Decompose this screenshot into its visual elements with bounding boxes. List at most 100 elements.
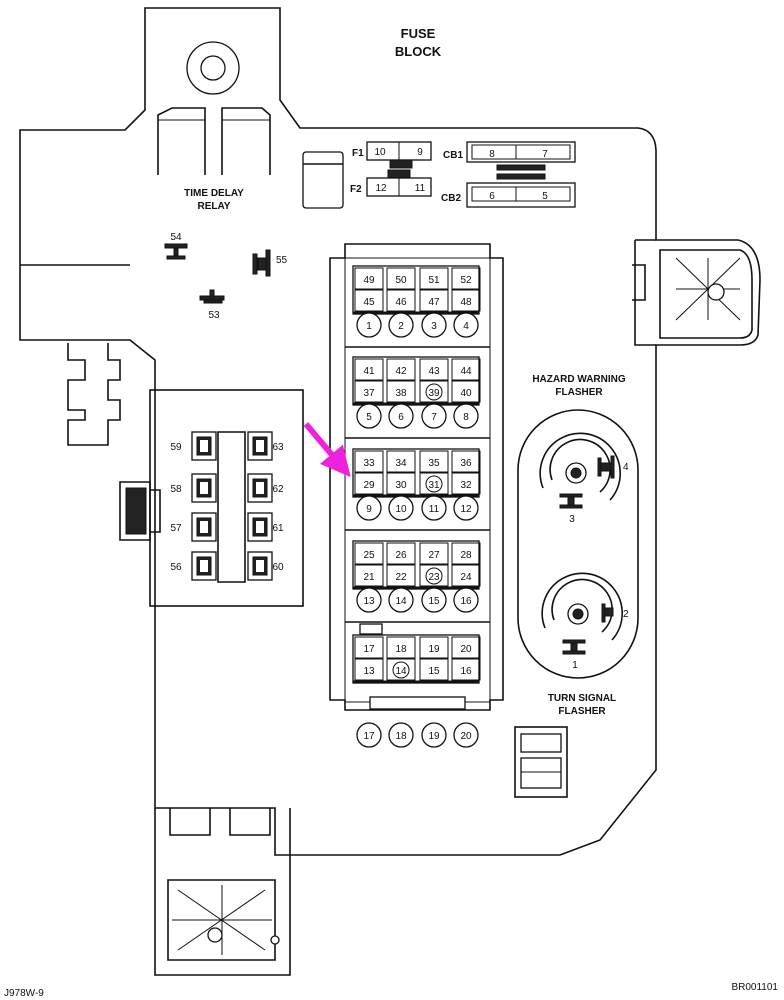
fuse-cell-bottom: 24	[460, 572, 472, 583]
pointer-arrow	[303, 422, 351, 478]
fuse-cell-bottom: 47	[428, 297, 440, 308]
relay-slot-label: 62	[272, 484, 284, 495]
fuse-cell-top: 42	[395, 366, 407, 377]
fuse-cell-top: 51	[428, 275, 440, 286]
fuse-cell-top: 25	[363, 550, 375, 561]
relay-slot-label: 59	[170, 442, 182, 453]
main-fuse-panel: 4945150462514735248441375423864339744408…	[329, 243, 504, 748]
f1-cell-b: 9	[417, 147, 423, 158]
fuse-cell-bottom: 23	[428, 572, 440, 583]
fuse-circle-label: 20	[460, 731, 472, 742]
title-line-1: FUSE	[401, 26, 436, 41]
relay-slot: 59	[170, 431, 217, 461]
relay-slot: 63	[247, 431, 284, 461]
fuse-cell-bottom: 39	[428, 388, 440, 399]
fuse-circle-label: 5	[366, 412, 372, 423]
hazard-label-1: HAZARD WARNING	[532, 374, 626, 385]
relay-slot-label: 60	[272, 562, 284, 573]
relay-slot-label: 57	[170, 523, 182, 534]
fuse-circle-label: 19	[428, 731, 440, 742]
relay-slot: 62	[247, 473, 284, 503]
fuse-circle-label: 13	[363, 596, 375, 607]
component-53-label: 53	[208, 310, 220, 321]
f2-cell-b: 11	[415, 183, 426, 194]
fuse-cell-bottom: 31	[428, 480, 440, 491]
fuse-circle-label: 1	[366, 321, 372, 332]
hazard-label-2: FLASHER	[555, 387, 603, 398]
fuse-circle-label: 12	[460, 504, 472, 515]
fuse-circle-label: 9	[366, 504, 372, 515]
fuse-circle-label: 18	[395, 731, 407, 742]
fuse-circle-label: 2	[398, 321, 404, 332]
housing-outline	[19, 7, 761, 856]
relay-slot: 61	[247, 512, 284, 542]
fuse-circle-label: 6	[398, 412, 404, 423]
diagnostic-connector	[514, 726, 568, 798]
relay-slot-label: 58	[170, 484, 182, 495]
footer-right: BR001101	[731, 982, 778, 993]
component-55: 55	[252, 249, 288, 277]
fuse-cell-bottom: 38	[395, 388, 407, 399]
time-delay-label-1: TIME DELAY	[184, 188, 244, 199]
fuse-cell-top: 44	[460, 366, 472, 377]
turn-terminal-1: 1	[572, 660, 578, 671]
fuse-cell-bottom: 48	[460, 297, 472, 308]
fuse-cell-bottom: 45	[363, 297, 375, 308]
fuse-cell-top: 17	[363, 644, 375, 655]
footer-left: J978W-9	[4, 988, 44, 999]
component-53: 53	[199, 289, 225, 321]
cb2-label: CB2	[441, 193, 461, 204]
f1-label: F1	[352, 148, 364, 159]
cb2-cell-a: 6	[489, 191, 495, 202]
fuse-circle-label: 17	[363, 731, 375, 742]
fuse-circle-label: 16	[460, 596, 472, 607]
component-55-label: 55	[276, 255, 288, 266]
relay-slot-label: 56	[170, 562, 182, 573]
fuse-cell-top: 41	[363, 366, 375, 377]
cb1-label: CB1	[443, 150, 463, 161]
f2-label: F2	[350, 184, 362, 195]
fuse-cell-bottom: 29	[363, 480, 375, 491]
fuse-cell-top: 26	[395, 550, 407, 561]
fuse-cell-bottom: 15	[428, 666, 440, 677]
mounting-post	[157, 41, 271, 175]
fuse-cell-top: 18	[395, 644, 407, 655]
component-54: 54	[164, 232, 188, 260]
fuse-circle-label: 10	[395, 504, 407, 515]
left-cross-connector	[67, 343, 121, 446]
turn-terminal-2: 2	[623, 609, 629, 620]
component-54-label: 54	[170, 232, 182, 243]
fuse-cell-top: 43	[428, 366, 440, 377]
time-delay-label-2: RELAY	[198, 201, 231, 212]
breaker-cb1	[466, 141, 576, 163]
fuse-circle-label: 8	[463, 412, 469, 423]
fuse-cell-top: 35	[428, 458, 440, 469]
flasher-housing: 4 3 2 1	[517, 409, 639, 679]
fuse-cell-bottom: 14	[395, 666, 407, 677]
fuse-cell-bottom: 30	[395, 480, 407, 491]
fuse-cell-bottom: 32	[460, 480, 472, 491]
fuse-circle-label: 14	[395, 596, 407, 607]
fuse-circle-label: 7	[431, 412, 437, 423]
relay-slot-label: 61	[272, 523, 284, 534]
fuse-cell-bottom: 22	[395, 572, 407, 583]
fuse-cell-top: 28	[460, 550, 472, 561]
relay-slot: 60	[247, 551, 284, 581]
relay-block: 59 58 57 56 63 62 61 60	[149, 389, 304, 607]
fuse-cell-bottom: 21	[363, 572, 375, 583]
fuse-cell-top: 20	[460, 644, 472, 655]
right-clip	[632, 239, 753, 346]
fuse-cell-bottom: 16	[460, 666, 472, 677]
relay-slot-label: 63	[272, 442, 284, 453]
fuse-cell-top: 33	[363, 458, 375, 469]
cb1-cell-b: 7	[542, 149, 548, 160]
fuse-cell-top: 52	[460, 275, 472, 286]
f1-cell-a: 10	[374, 147, 386, 158]
left-plug	[119, 481, 161, 541]
